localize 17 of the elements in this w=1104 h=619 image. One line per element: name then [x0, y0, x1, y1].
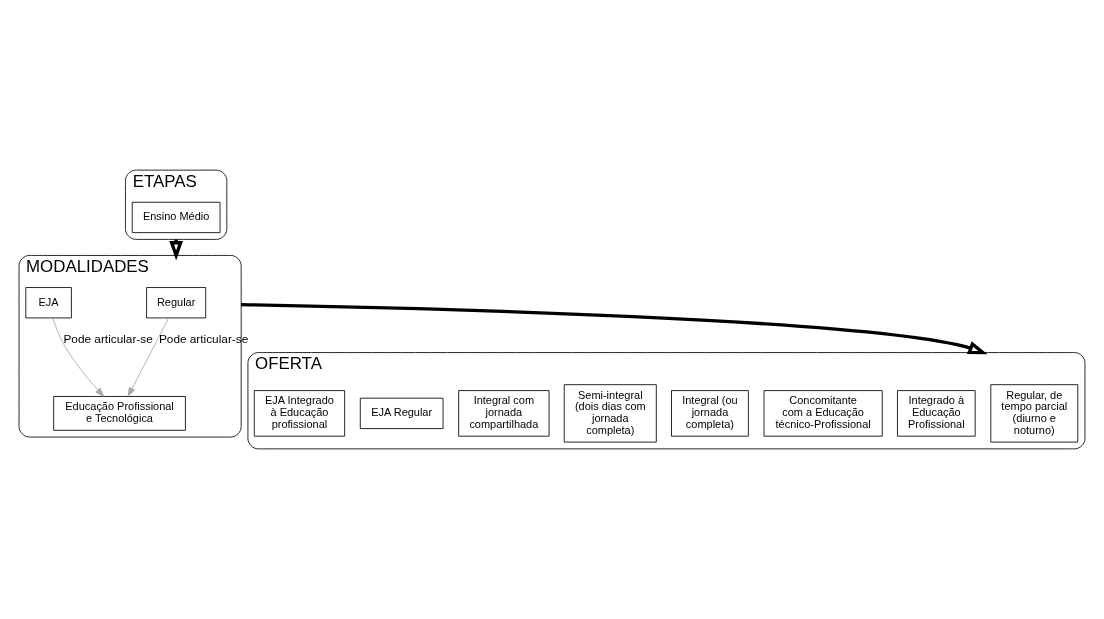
node-box: EJA [25, 287, 72, 319]
node-box: Semi-integral (dois dias com jornada completa) [563, 384, 657, 443]
node-box: Ensino Médio [131, 201, 221, 234]
node-box: Integral (ou jornada completa) [671, 390, 749, 437]
node-box: Regular [146, 287, 207, 319]
node-box: Concomitante com a Educação técnico-Profissional [763, 390, 883, 437]
arrow [52, 317, 105, 397]
node-box: Integral com jornada compartilhada [458, 390, 550, 437]
edge-label: Pode articular-se [158, 331, 249, 346]
arrow [241, 302, 988, 355]
edge-label: Pode articular-se [63, 331, 153, 346]
node-box: EJA Regular [359, 397, 444, 429]
node-box: EJA Integrado à Educação profissional [253, 390, 346, 437]
arrow [127, 317, 170, 397]
node-box: Educação Profissional e Tecnológica [53, 396, 186, 431]
node-box: Regular, de tempo parcial (diurno e noturno) [990, 384, 1079, 443]
node-box: Integrado à Educação Profissional [897, 390, 976, 437]
